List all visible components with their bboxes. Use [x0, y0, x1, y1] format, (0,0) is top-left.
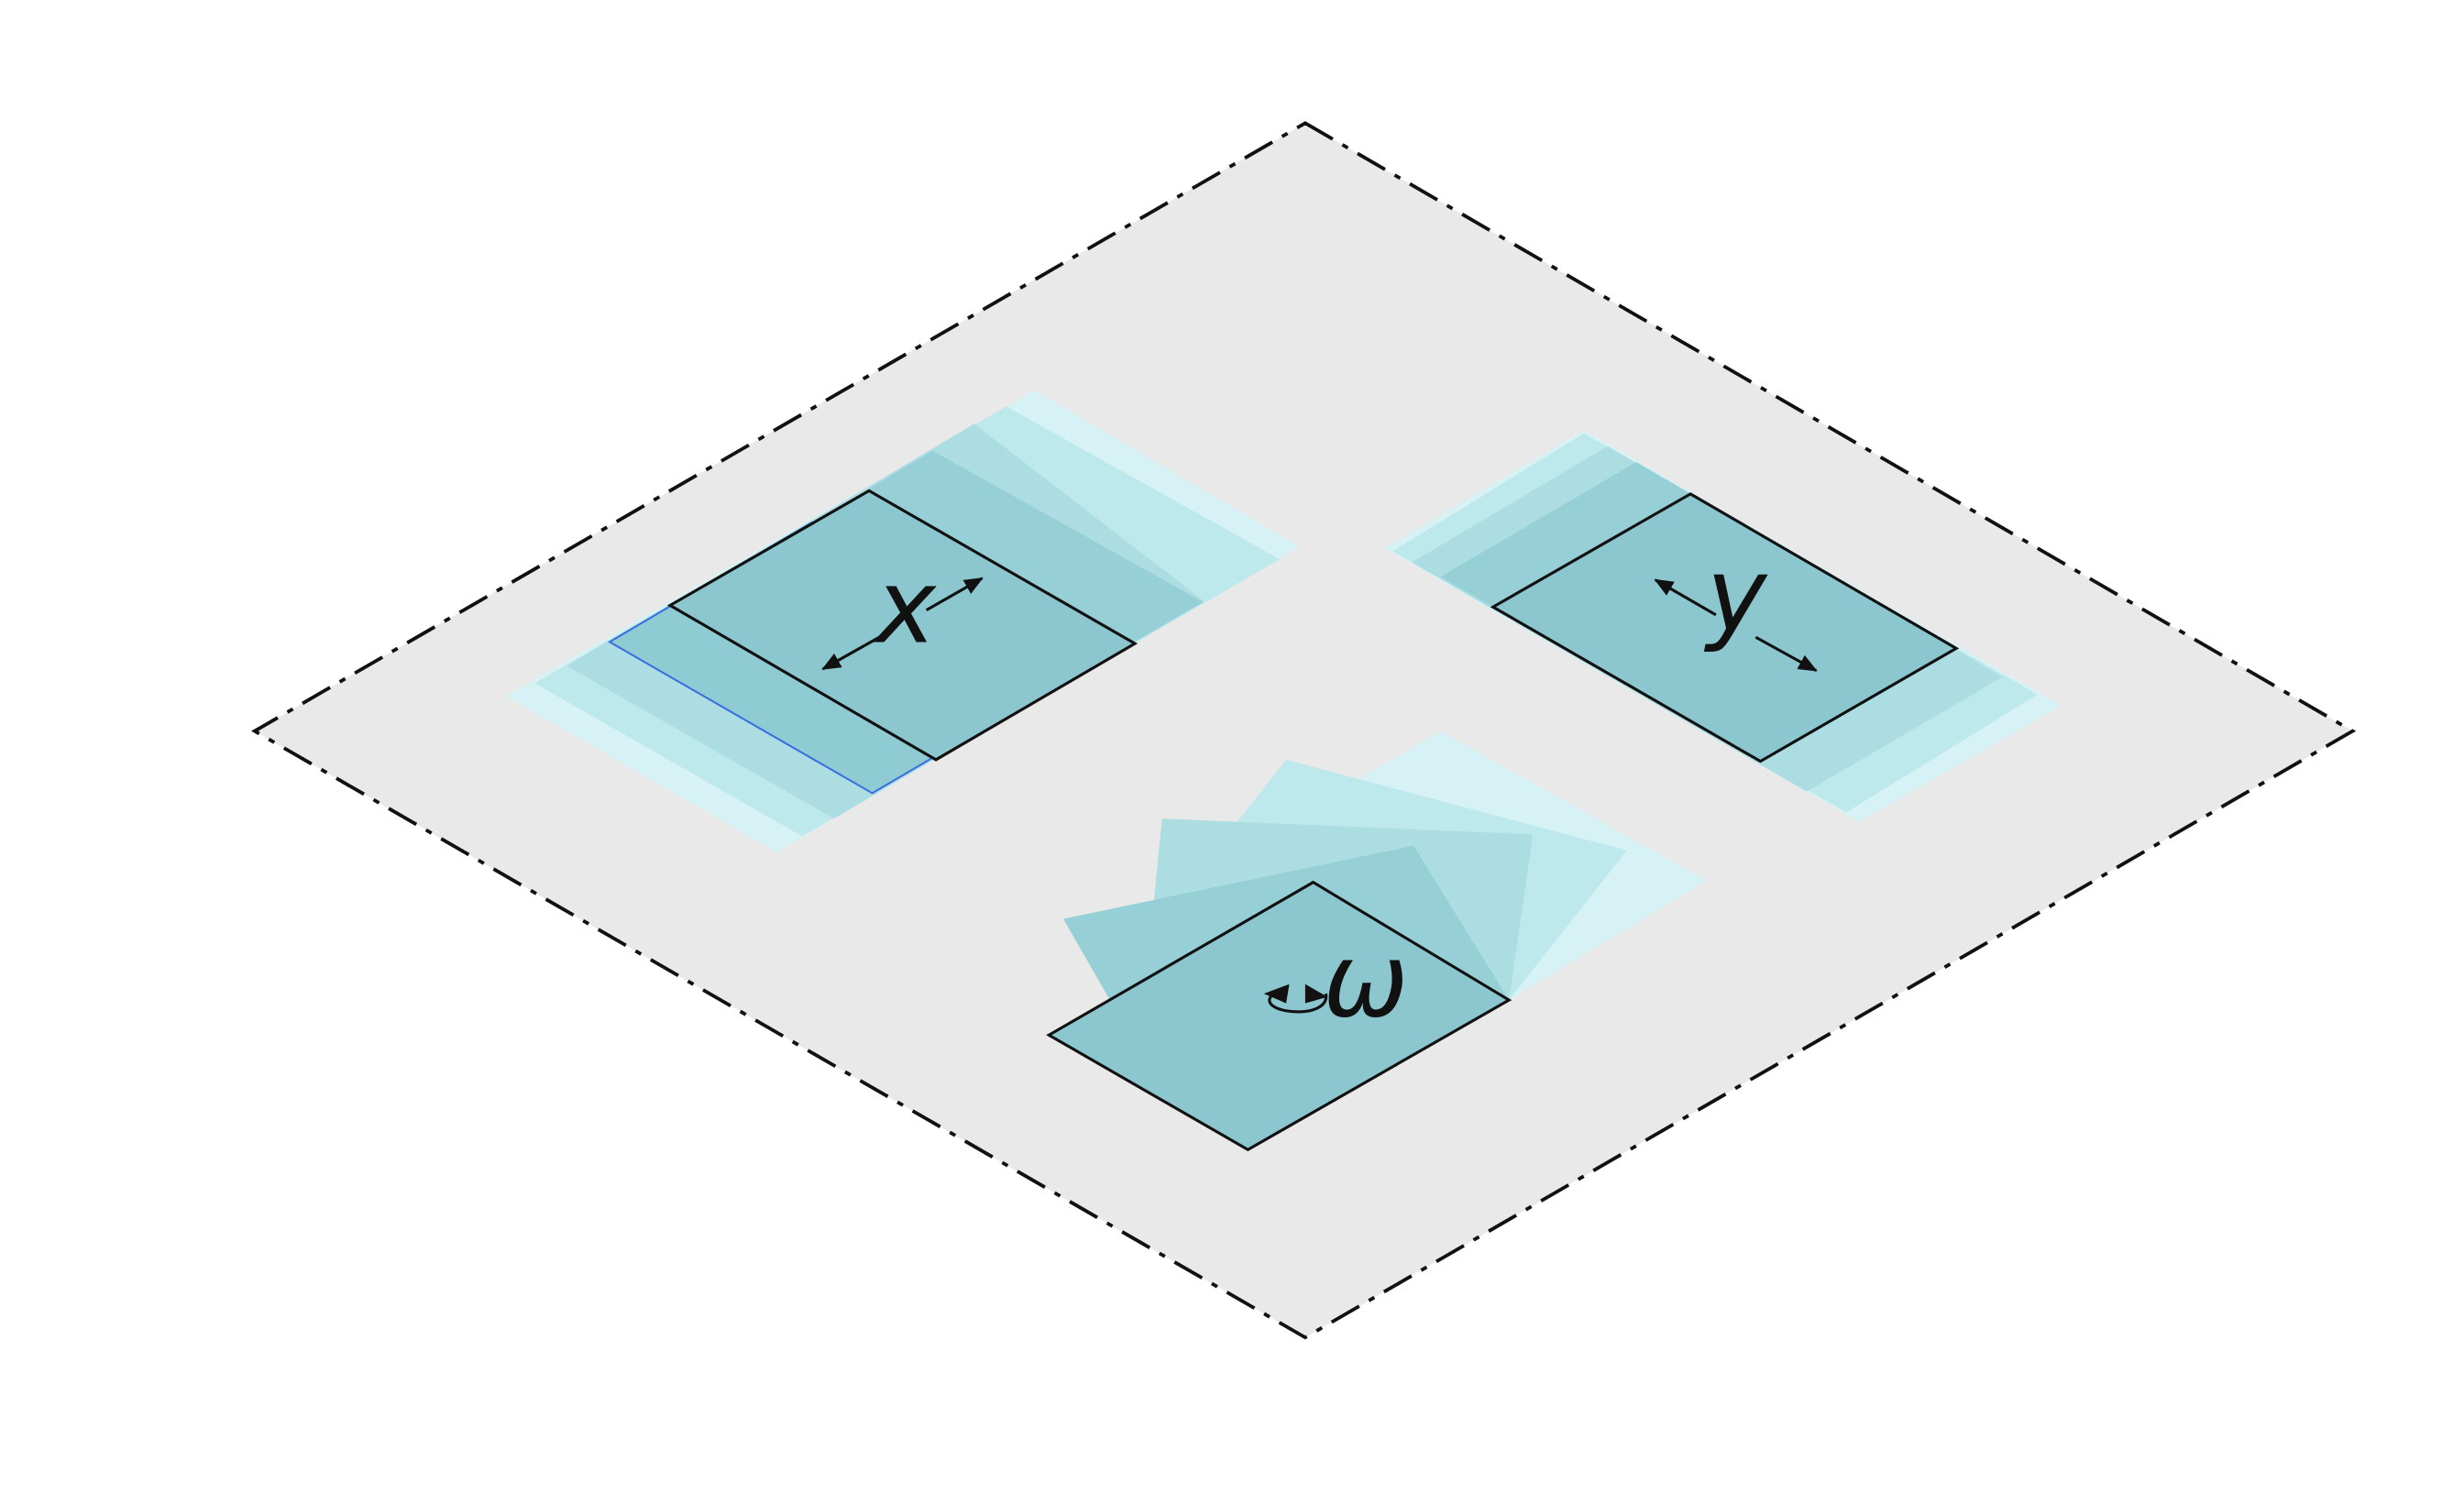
ground-plane [251, 121, 2357, 1340]
rotation-arrow-icon [1268, 992, 1328, 1014]
rotation-group: ω [1046, 731, 1707, 1152]
x-arrow-right [925, 577, 984, 612]
y-arrow-right [1754, 635, 1818, 673]
x-translation-group: x [506, 390, 1299, 852]
y-plate [1490, 492, 1960, 763]
rotation-arrowhead-left [1263, 983, 1290, 1004]
rotation-arrowhead-right [1304, 983, 1328, 1004]
y-label: y [1704, 537, 1769, 655]
w-plate [1046, 880, 1512, 1152]
x-plate [666, 489, 1138, 762]
y-arrow-left [1654, 578, 1717, 617]
x-arrow-left [821, 632, 886, 671]
w-label: ω [1323, 922, 1408, 1040]
y-translation-group: y [1384, 430, 2062, 822]
x-label: x [873, 548, 937, 666]
